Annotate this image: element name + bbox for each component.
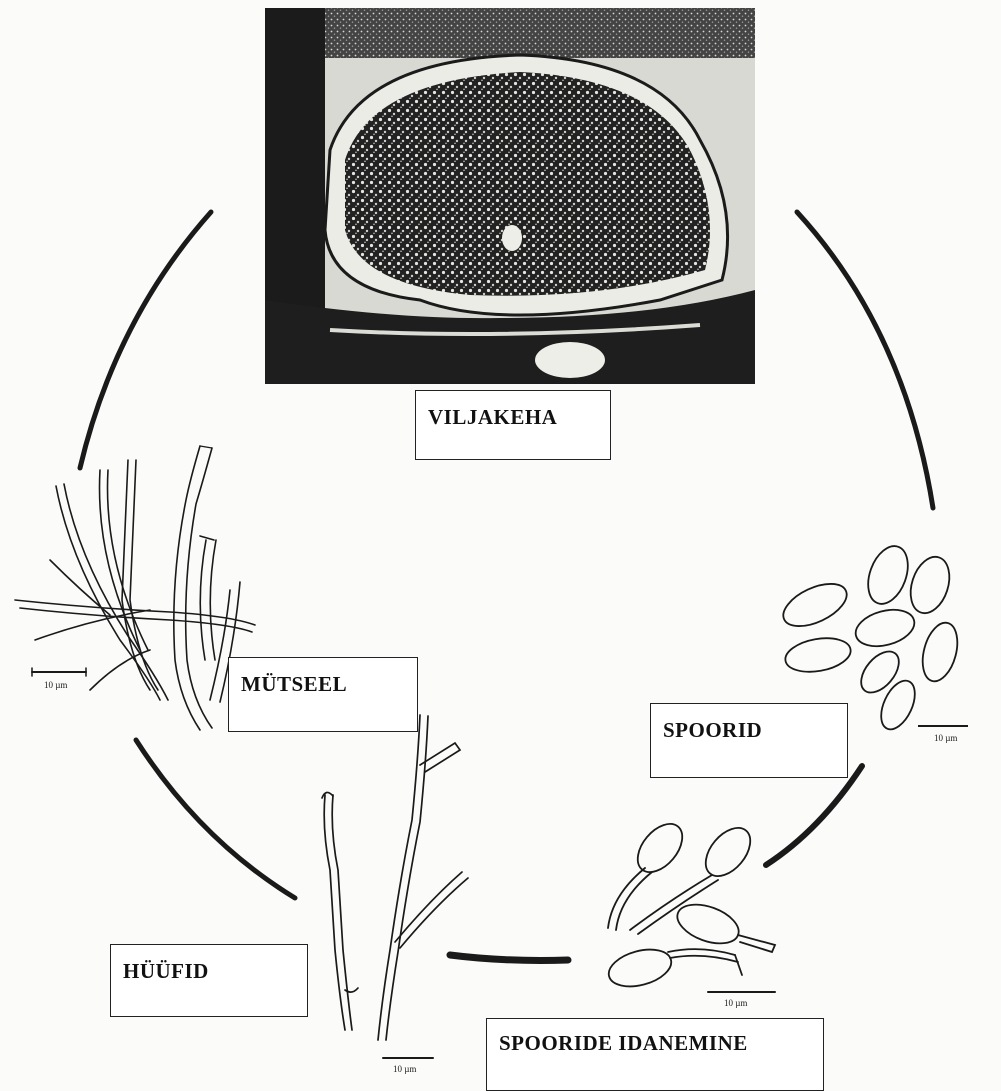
label-hyphae: HÜÜFID	[110, 944, 308, 1017]
mycelium-scale-label: 10 µm	[44, 680, 67, 690]
label-mycelium-text: MÜTSEEL	[241, 672, 347, 697]
label-germination-text: SPOORIDE IDANEMINE	[499, 1031, 748, 1056]
arc-right-bottom	[766, 766, 862, 865]
arc-left-bottom	[136, 740, 295, 898]
germination-scale-label: 10 µm	[724, 998, 747, 1008]
arc-top-right	[797, 212, 933, 508]
label-spores: SPOORID	[650, 703, 848, 778]
arc-top-left	[80, 212, 211, 468]
label-hyphae-text: HÜÜFID	[123, 959, 209, 984]
label-spores-text: SPOORID	[663, 718, 762, 743]
label-fruiting-body-text: VILJAKEHA	[428, 405, 557, 430]
label-fruiting-body: VILJAKEHA	[415, 390, 611, 460]
label-germination: SPOORIDE IDANEMINE	[486, 1018, 824, 1091]
label-mycelium: MÜTSEEL	[228, 657, 418, 732]
fruiting-body-photo	[265, 8, 755, 384]
spores-scale-label: 10 µm	[934, 733, 957, 743]
hyphae-scale-label: 10 µm	[393, 1064, 416, 1074]
hyphae-drawing	[322, 715, 468, 1058]
germinating-spores-drawing	[605, 816, 775, 993]
arc-bottom	[450, 955, 568, 960]
